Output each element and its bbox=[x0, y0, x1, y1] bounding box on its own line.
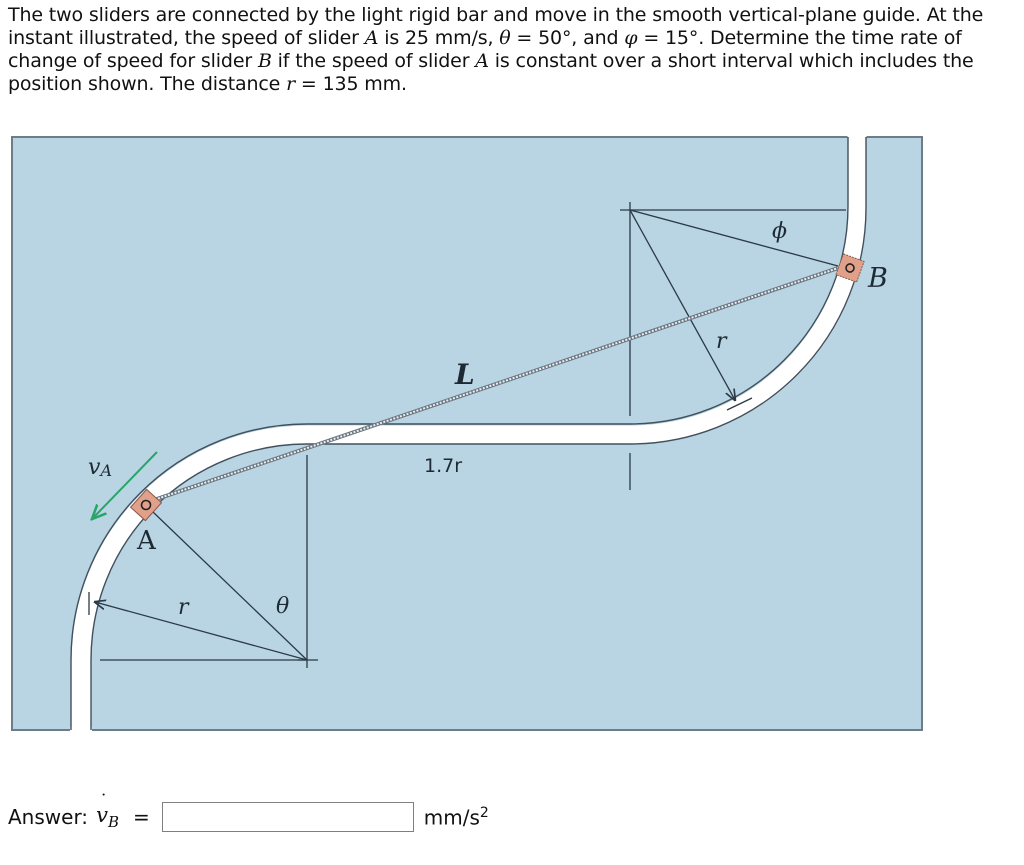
rigid-bar bbox=[147, 262, 851, 504]
label-radius-lower: r bbox=[178, 595, 190, 620]
label-slider-a: A bbox=[136, 526, 157, 556]
equals-sign: = bbox=[132, 805, 150, 829]
label-radius-upper: r bbox=[716, 329, 728, 354]
problem-text: The two sliders are connected by the lig… bbox=[8, 4, 984, 95]
problem-statement: The two sliders are connected by the lig… bbox=[8, 4, 1018, 96]
label-va: vA bbox=[88, 455, 112, 480]
answer-input[interactable] bbox=[161, 802, 414, 832]
upper-construction-lines bbox=[620, 202, 846, 490]
label-phi: ϕ bbox=[772, 219, 787, 244]
answer-label: Answer: bbox=[8, 805, 89, 829]
slider-b bbox=[835, 253, 865, 283]
answer-variable: ˙vB bbox=[96, 790, 119, 832]
slider-a bbox=[129, 488, 163, 522]
lower-construction-lines bbox=[88, 455, 318, 668]
label-bar-length: L bbox=[454, 358, 475, 391]
diagram-panel bbox=[11, 136, 923, 731]
answer-row: Answer: ˙vB = mm/s2 bbox=[8, 790, 489, 836]
answer-unit: mm/s2 bbox=[423, 804, 489, 830]
velocity-arrow-a bbox=[93, 451, 158, 518]
curved-guide bbox=[70, 134, 867, 733]
label-horizontal-distance: 1.7r bbox=[424, 455, 462, 477]
label-slider-b: B bbox=[867, 263, 888, 294]
label-theta: θ bbox=[276, 594, 289, 619]
